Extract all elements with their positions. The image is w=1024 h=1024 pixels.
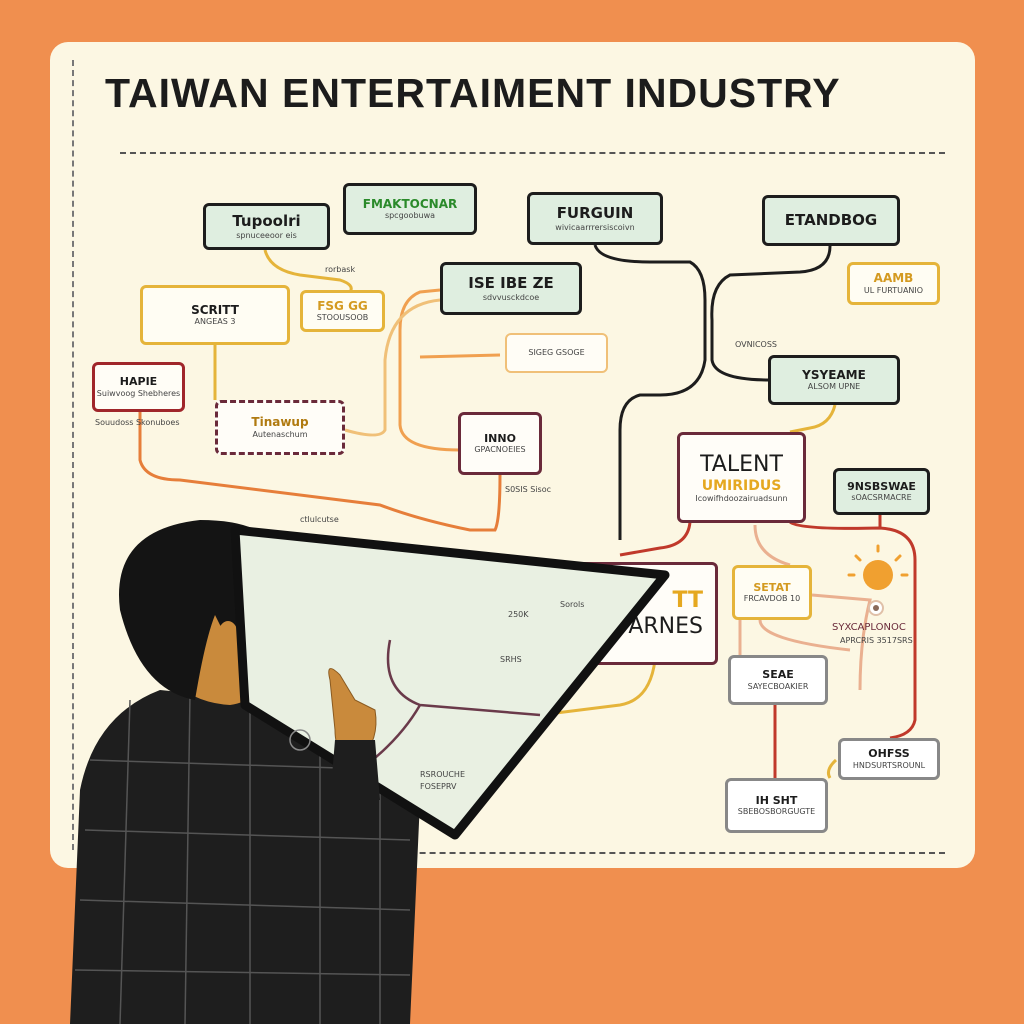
node-title: SCRITT bbox=[191, 302, 239, 317]
node-sub: ALSOM UPNE bbox=[807, 382, 861, 392]
node-title: ETANDBOG bbox=[784, 210, 878, 229]
note: rorbask bbox=[325, 265, 356, 274]
node-sub: ARNES bbox=[628, 613, 703, 639]
node-sub: ANGEAS 3 bbox=[194, 317, 236, 327]
note: S0SIS Sisoc bbox=[505, 485, 551, 494]
node-sub: wivicaarrrersiscoivn bbox=[555, 222, 635, 232]
note: OVNICOSS bbox=[735, 340, 778, 349]
node-title: YSYEAME bbox=[802, 367, 866, 382]
page-title: TAIWAN ENTERTAIMENT INDUSTRY bbox=[105, 70, 841, 116]
map-note: 250K bbox=[508, 610, 529, 619]
node-title: Tinawup bbox=[251, 415, 309, 429]
map-note: Sorols bbox=[560, 600, 585, 609]
node-sub: SBEBOSBORGUGTE bbox=[737, 807, 816, 817]
node-sub: UL FURTUANIO bbox=[863, 285, 924, 295]
node-4[interactable]: ETANDBOG bbox=[762, 195, 900, 246]
map-note: RSROUCHE bbox=[420, 770, 466, 779]
note: Souudoss Skonuboes bbox=[95, 418, 180, 427]
node-sub: Autenaschum bbox=[252, 429, 308, 439]
node-sub: GPACNOEIES bbox=[474, 445, 526, 455]
node-title: FURGUIN bbox=[556, 204, 634, 223]
node-sub: Icowifhdoozairuadsunn bbox=[695, 493, 788, 503]
node-title: SETAT bbox=[753, 580, 791, 594]
node-sub: sdvvusckdcoe bbox=[482, 292, 540, 302]
node-sub: FRCAVDOB 10 bbox=[743, 594, 801, 604]
node-sub: SAYECBOAKIER bbox=[747, 681, 809, 691]
node-accent: UMIRIDUS bbox=[701, 477, 782, 494]
node-title: TT bbox=[672, 588, 703, 614]
node-title: FMAKTOCNAR bbox=[362, 196, 458, 211]
bottom-divider bbox=[80, 852, 945, 854]
node-title: TALENT bbox=[700, 452, 783, 478]
node-sub: STOOUSOOB bbox=[316, 313, 369, 323]
note: APRCRIS 3517SRS bbox=[840, 636, 913, 645]
node-title: SEAE bbox=[762, 668, 794, 682]
node-title: Tupoolri bbox=[232, 212, 301, 231]
node-sub: sOACSRMACRE bbox=[851, 493, 912, 503]
map-note: FOSEPRV bbox=[420, 782, 457, 791]
node-title: HAPIE bbox=[119, 375, 158, 389]
node-title: OHFSS bbox=[868, 747, 910, 761]
node-title: AAMB bbox=[873, 271, 914, 285]
node-title: ISE IBE ZE bbox=[468, 274, 554, 293]
map-note: SRHS bbox=[500, 655, 522, 664]
node-sub: spnuceeoor eis bbox=[236, 230, 297, 240]
note: SYXCAPLONOC bbox=[832, 622, 906, 633]
node-title: INNO bbox=[484, 431, 516, 445]
node-title: FSG GG bbox=[317, 298, 368, 313]
node-9[interactable]: SIGEG GSOGE bbox=[505, 333, 608, 373]
node-title: 9NSBSWAE bbox=[847, 479, 916, 493]
title-divider bbox=[120, 152, 945, 154]
node-sub: Suiwvoog Shebheres bbox=[96, 388, 181, 398]
node-title: IH SHT bbox=[755, 793, 798, 807]
left-divider bbox=[72, 60, 74, 850]
node-title: SIGEG GSOGE bbox=[528, 348, 585, 358]
node-sub: spcgoobuwa bbox=[384, 211, 436, 221]
node-sub: HNDSURTSROUNL bbox=[852, 760, 926, 770]
note: ctlulcutse bbox=[300, 515, 339, 524]
